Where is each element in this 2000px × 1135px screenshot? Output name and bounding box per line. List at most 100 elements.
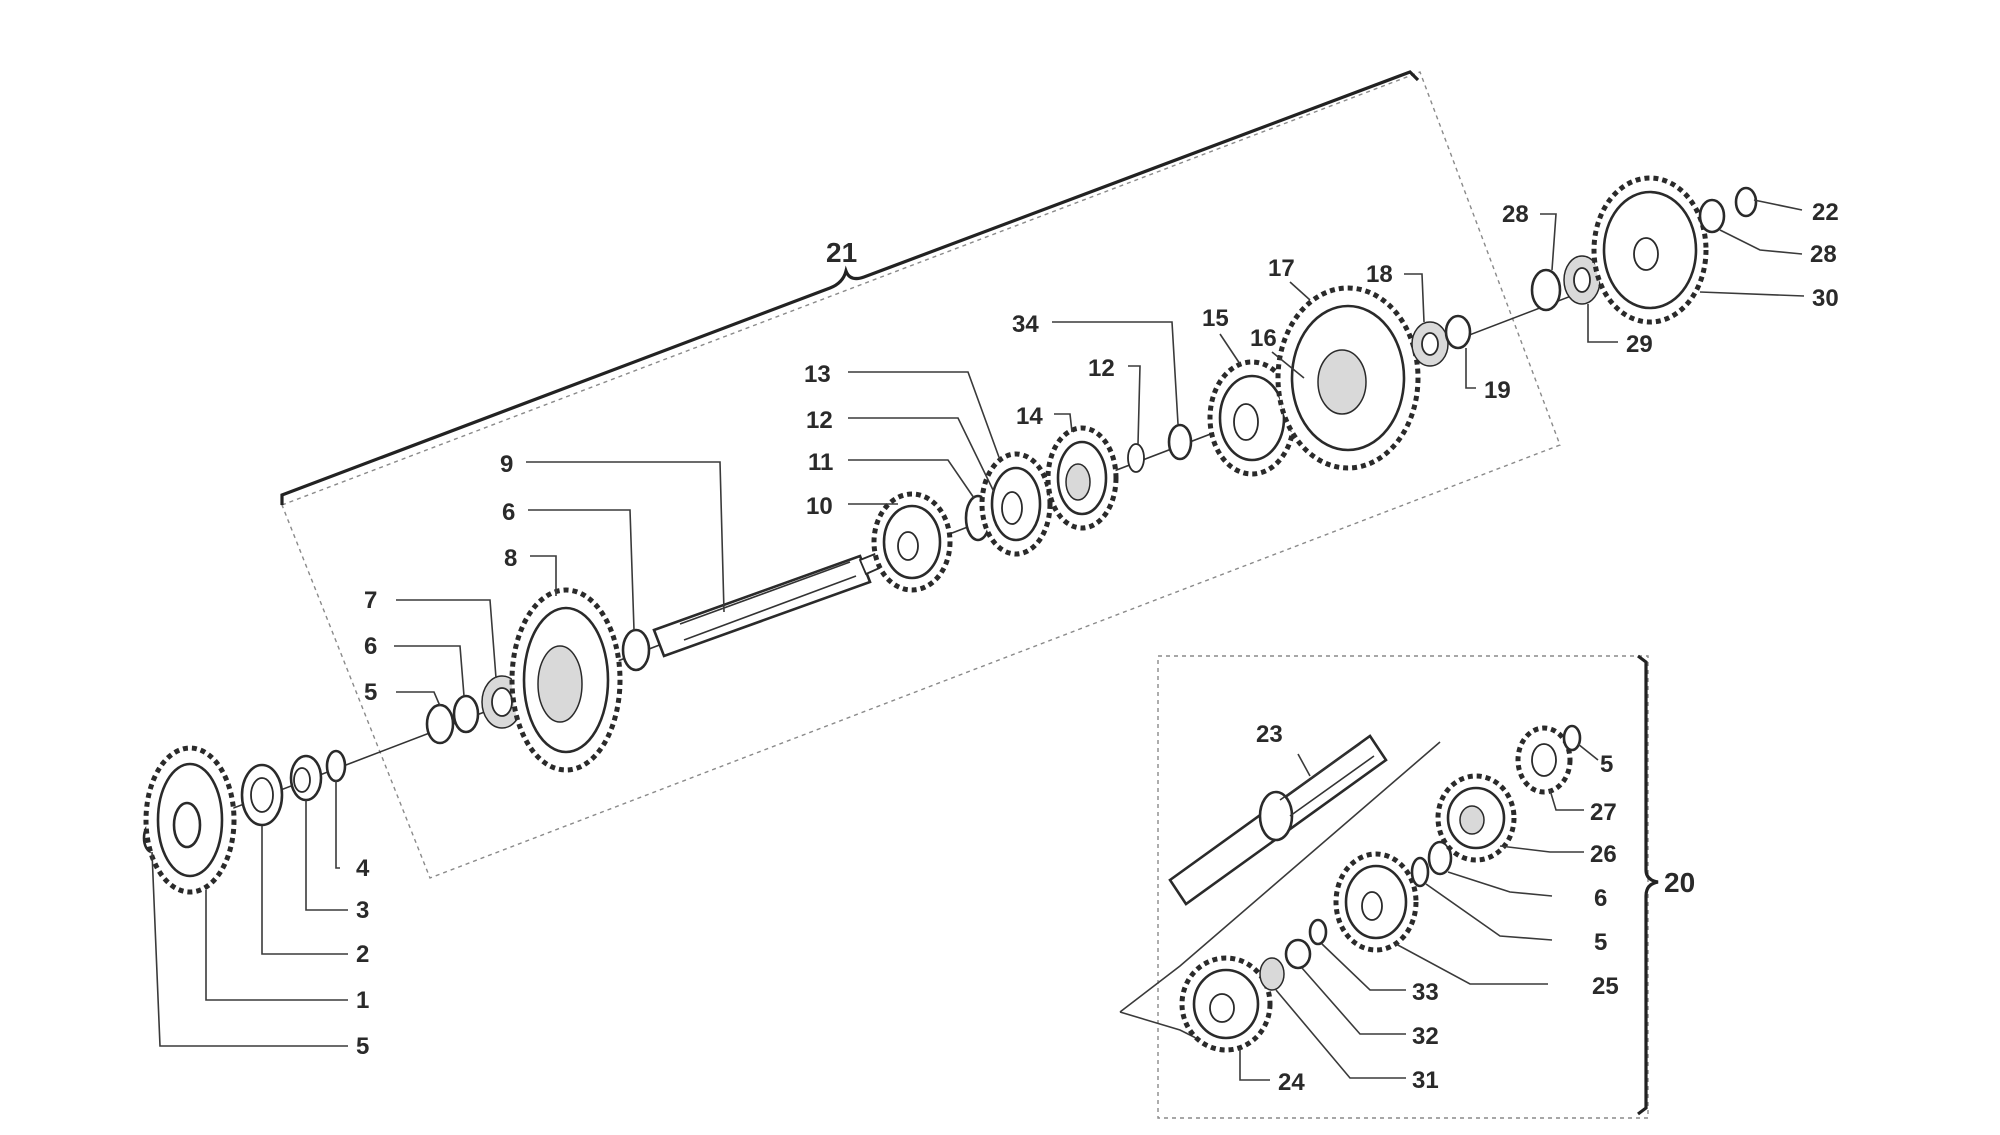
label-8: 8: [504, 545, 517, 572]
label-26: 26: [1590, 841, 1617, 868]
leader-22: [1753, 199, 1803, 211]
label-17: 17: [1268, 255, 1295, 282]
leader-6-g20: [1447, 871, 1553, 897]
washer-32: [1284, 938, 1312, 970]
circlip-34: [1167, 423, 1193, 461]
needle-bearing-31: [1259, 957, 1285, 991]
leader-1: [205, 890, 348, 1001]
needle-bearing-18: [1411, 321, 1449, 367]
group-20-label: 20: [1664, 867, 1695, 898]
gear-10: [871, 491, 953, 593]
label-5-g20-top: 5: [1600, 751, 1613, 778]
needle-bearing-29: [1563, 255, 1601, 305]
circlip-22: [1734, 186, 1758, 218]
leader-28-lower: [1540, 213, 1557, 271]
group-20-brace: [1637, 654, 1659, 1116]
bearing-2: [240, 763, 284, 827]
leader-33: [1321, 943, 1406, 991]
circlip-5-g20-top: [1562, 724, 1582, 752]
gear-14: [1045, 425, 1119, 531]
leader-12: [848, 417, 995, 493]
leader-26: [1499, 845, 1584, 853]
leader-13: [848, 371, 1001, 461]
leader-14: [1054, 413, 1073, 433]
label-34: 34: [1012, 311, 1039, 338]
circlip-5-g20: [1410, 856, 1430, 888]
label-13: 13: [804, 361, 831, 388]
leader-6: [394, 645, 465, 697]
gear-26: [1435, 773, 1517, 863]
washer-6-upper: [621, 628, 651, 672]
label-11: 11: [808, 449, 833, 476]
main-shaft-9: [652, 550, 886, 658]
label-12-upper: 12: [1088, 355, 1115, 382]
label-12: 12: [806, 407, 833, 434]
label-22: 22: [1812, 199, 1839, 226]
washer-6: [452, 694, 480, 734]
leader-2: [261, 826, 348, 955]
leader-16: [1271, 351, 1305, 379]
sprocket-1: [143, 745, 237, 895]
group-21-label: 21: [826, 237, 857, 268]
washer-19: [1444, 314, 1472, 350]
leader-19: [1465, 348, 1476, 389]
leader-18: [1404, 273, 1425, 323]
gear-24: [1179, 955, 1273, 1053]
washer-12-upper: [1127, 443, 1145, 473]
gear-30: [1591, 175, 1709, 325]
leader-28-upper: [1719, 229, 1803, 255]
label-9: 9: [500, 451, 513, 478]
label-15: 15: [1202, 305, 1229, 332]
countershaft-23: [1119, 734, 1441, 1041]
leader-23: [1297, 753, 1311, 777]
label-25: 25: [1592, 973, 1619, 1000]
label-3: 3: [356, 897, 369, 924]
label-24: 24: [1278, 1069, 1305, 1096]
label-5: 5: [364, 679, 377, 706]
leader-31: [1275, 989, 1406, 1079]
leader-15: [1219, 333, 1241, 365]
label-1: 1: [356, 987, 369, 1014]
leader-11: [848, 459, 975, 499]
label-18: 18: [1366, 261, 1393, 288]
leader-29: [1587, 304, 1618, 343]
leader-9: [526, 461, 725, 613]
label-14: 14: [1016, 403, 1043, 430]
bushing-3: [289, 754, 323, 802]
gear-17: [1275, 285, 1421, 471]
leader-7: [396, 599, 497, 679]
label-23: 23: [1256, 721, 1283, 748]
label-19: 19: [1484, 377, 1511, 404]
leader-5-outer: [151, 851, 348, 1047]
leader-27: [1549, 789, 1584, 811]
label-16: 16: [1250, 325, 1277, 352]
label-30: 30: [1812, 285, 1839, 312]
leader-32: [1301, 967, 1406, 1035]
washer-28-lower: [1530, 268, 1562, 312]
leader-5-g20-top: [1577, 743, 1599, 761]
circlip-5: [425, 703, 455, 745]
gear-27: [1515, 725, 1573, 795]
group-21-enclosure: [281, 71, 1561, 879]
label-4: 4: [356, 855, 370, 882]
leader-34: [1052, 321, 1179, 425]
label-33: 33: [1412, 979, 1439, 1006]
leader-3: [305, 800, 348, 911]
leader-12-upper: [1128, 365, 1141, 445]
label-27: 27: [1590, 799, 1617, 826]
gear-25: [1333, 851, 1419, 953]
leader-30: [1699, 291, 1805, 297]
label-6: 6: [364, 633, 377, 660]
label-32: 32: [1412, 1023, 1439, 1050]
label-28-upper: 28: [1810, 241, 1837, 268]
label-6-upper: 6: [502, 499, 515, 526]
label-6-g20: 6: [1594, 885, 1607, 912]
label-29: 29: [1626, 331, 1653, 358]
gear-8: [509, 587, 623, 773]
gear-13: [979, 451, 1053, 557]
group-21-brace: [280, 70, 1420, 505]
leader-6-upper: [528, 509, 635, 631]
washer-6-g20: [1427, 840, 1453, 876]
label-7: 7: [364, 587, 377, 614]
leader-25: [1395, 943, 1548, 985]
